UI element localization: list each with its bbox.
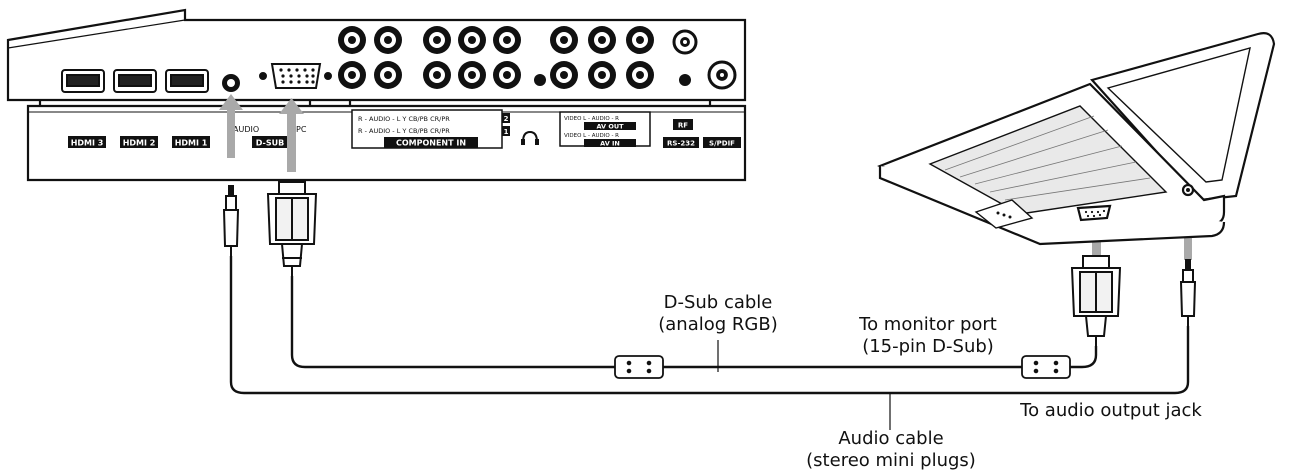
- hdmi1-port: [165, 69, 209, 93]
- tv-dsub-arrow: [279, 98, 304, 172]
- laptop: [877, 32, 1276, 246]
- hdmi1-label: HDMI 1: [172, 136, 210, 148]
- cables: [229, 256, 1190, 395]
- audio-cable-label-line1: Audio cable: [838, 428, 944, 449]
- rf-connector: [672, 29, 698, 55]
- svg-text:S/PDIF: S/PDIF: [709, 140, 735, 148]
- hdmi3-label: HDMI 3: [68, 136, 106, 148]
- rca-jack: [423, 26, 451, 54]
- hdmi2-label: HDMI 2: [120, 136, 158, 148]
- rca-jack: [493, 61, 521, 89]
- component-in-label-block: R - AUDIO - L Y CB/PB CR/PR R - AUDIO - …: [351, 109, 510, 149]
- right-audio-plug: [1179, 259, 1197, 326]
- svg-text:VIDEO L - AUDIO - R: VIDEO L - AUDIO - R: [564, 116, 619, 122]
- rca-jack: [423, 61, 451, 89]
- headphone-icon: [521, 130, 539, 145]
- spdif-label: S/PDIF: [703, 137, 741, 148]
- svg-text:HDMI 1: HDMI 1: [175, 139, 208, 148]
- rs232-label: RS-232: [663, 137, 699, 148]
- hdmi-ports: [61, 69, 209, 93]
- left-dsub-plug: [266, 181, 318, 276]
- svg-text:AV IN: AV IN: [600, 140, 620, 148]
- monitor-port-label-line1: To monitor port: [859, 314, 997, 335]
- audio-label: AUDIO: [233, 125, 259, 134]
- rca-jack: [626, 26, 654, 54]
- audio-jack-label: To audio output jack: [996, 400, 1226, 422]
- monitor-port-label-line2: (15-pin D-Sub): [862, 336, 994, 357]
- svg-text:R - AUDIO - L Y CB/PB: R - AUDIO - L Y CB/PB CR/PR: [358, 115, 450, 123]
- small-jacks: [534, 74, 691, 86]
- left-audio-plug: [222, 185, 240, 256]
- audio-cable-line: [229, 256, 1190, 395]
- rca-jack: [588, 61, 616, 89]
- svg-text:HDMI 3: HDMI 3: [71, 139, 104, 148]
- svg-text:2: 2: [504, 115, 509, 123]
- svg-text:VIDEO L - AUDIO - R: VIDEO L - AUDIO - R: [564, 133, 619, 139]
- dsub-cable-line: [290, 276, 1098, 369]
- svg-text:COMPONENT IN: COMPONENT IN: [396, 139, 466, 148]
- rca-jack: [493, 26, 521, 54]
- svg-text:D-SUB: D-SUB: [256, 139, 284, 148]
- audio-cable-label: Audio cable (stereo mini plugs): [796, 428, 986, 472]
- svg-text:HDMI 2: HDMI 2: [123, 139, 156, 148]
- monitor-port-label: To monitor port (15-pin D-Sub): [838, 314, 1018, 358]
- rca-jack: [458, 26, 486, 54]
- dsub-cable-label-line1: D-Sub cable: [663, 292, 773, 313]
- tv-dsub-port: [259, 63, 332, 89]
- rf-label: RF: [673, 119, 693, 130]
- rca-jack: [338, 61, 366, 89]
- audio-cable-label-line2: (stereo mini plugs): [806, 450, 976, 471]
- leader-lines: [717, 340, 891, 430]
- audio-jack-label-text: To audio output jack: [1020, 400, 1202, 421]
- hdmi2-port: [113, 69, 157, 93]
- rf-connector: [707, 60, 737, 90]
- av-out-in-label-block: VIDEO L - AUDIO - R AV OUT VIDEO L - AUD…: [559, 111, 651, 148]
- rca-jack: [550, 26, 578, 54]
- svg-text:AV OUT: AV OUT: [596, 123, 624, 131]
- rca-jack: [338, 26, 366, 54]
- right-dsub-plug: [1070, 255, 1122, 346]
- svg-text:R - AUDIO - L Y CB/PB: R - AUDIO - L Y CB/PB CR/PR: [358, 127, 450, 135]
- dsub-cable-label-line2: (analog RGB): [658, 314, 778, 335]
- svg-text:1: 1: [504, 128, 509, 136]
- svg-text:RF: RF: [678, 122, 688, 130]
- rca-jacks: [338, 26, 737, 90]
- dsub-label: D-SUB: [252, 136, 288, 148]
- rca-jack: [588, 26, 616, 54]
- rca-jack: [550, 61, 578, 89]
- panel-labels: HDMI 3 HDMI 2 HDMI 1 AUDIO PC D-SUB R - …: [68, 109, 741, 149]
- svg-text:RS-232: RS-232: [667, 140, 695, 148]
- dsub-cable-label: D-Sub cable (analog RGB): [648, 292, 788, 336]
- rca-jack: [626, 61, 654, 89]
- tv-audio-jack: [222, 74, 240, 92]
- rca-jack: [458, 61, 486, 89]
- rca-jack: [374, 26, 402, 54]
- hdmi3-port: [61, 69, 105, 93]
- pc-label: PC: [296, 125, 307, 134]
- ferrite-cores: [614, 355, 1071, 379]
- tv-audio-arrow: [219, 94, 243, 158]
- rca-jack: [374, 61, 402, 89]
